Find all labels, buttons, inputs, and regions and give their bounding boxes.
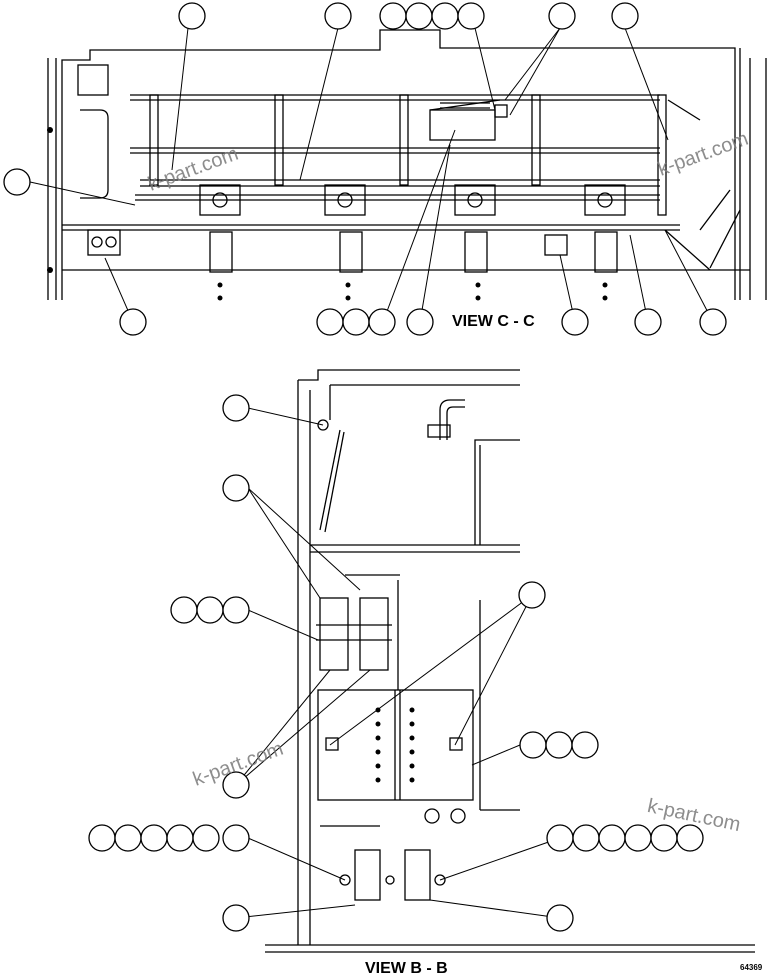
callout-balloon	[405, 2, 433, 30]
view-b-b-label: VIEW B - B	[365, 960, 448, 977]
callout-balloon	[561, 308, 589, 336]
callout-balloon	[571, 731, 599, 759]
callout-balloon	[114, 824, 142, 852]
callout-balloon	[222, 904, 250, 932]
callout-balloon	[119, 308, 147, 336]
callout-balloons	[3, 2, 727, 932]
callout-balloon	[457, 2, 485, 30]
callout-balloon	[178, 2, 206, 30]
coil-pair	[316, 597, 392, 671]
callout-balloon	[222, 824, 250, 852]
callout-balloon	[650, 824, 678, 852]
callout-balloon	[222, 771, 250, 799]
resistor-assembly	[429, 99, 508, 141]
callout-balloon	[634, 308, 662, 336]
contactor-group-c	[199, 184, 626, 216]
callout-balloon	[406, 308, 434, 336]
callout-balloon	[546, 904, 574, 932]
callout-balloon	[222, 596, 250, 624]
relay-pair	[339, 849, 446, 901]
callout-balloon	[431, 2, 459, 30]
callout-balloon	[368, 308, 396, 336]
callout-balloon	[170, 596, 198, 624]
elbow-fitting	[427, 399, 465, 440]
sheet-id: 64369	[740, 963, 763, 972]
callout-balloon	[624, 824, 652, 852]
view-c-c-drawing	[47, 29, 767, 301]
terminal-board	[317, 689, 474, 801]
callout-balloon	[342, 308, 370, 336]
callout-balloon	[222, 394, 250, 422]
callout-balloon	[598, 824, 626, 852]
callout-balloon	[519, 731, 547, 759]
callout-balloon	[324, 2, 352, 30]
callout-balloon	[545, 731, 573, 759]
callout-balloon	[676, 824, 704, 852]
callout-balloon	[699, 308, 727, 336]
view-c-c-label: VIEW C - C	[452, 313, 535, 330]
leader-lines	[29, 27, 714, 919]
callout-balloon	[548, 2, 576, 30]
callout-balloon	[140, 824, 168, 852]
callout-balloon	[3, 168, 31, 196]
callout-balloon	[611, 2, 639, 30]
callout-balloon	[572, 824, 600, 852]
callout-balloon	[518, 581, 546, 609]
callout-balloon	[546, 824, 574, 852]
bushings	[209, 231, 618, 273]
callout-balloon	[379, 2, 407, 30]
callout-balloon	[316, 308, 344, 336]
view-b-b-drawing	[265, 369, 755, 953]
callout-balloon	[192, 824, 220, 852]
callout-balloon	[222, 474, 250, 502]
callout-balloon	[196, 596, 224, 624]
callout-balloon	[166, 824, 194, 852]
callout-balloon	[88, 824, 116, 852]
